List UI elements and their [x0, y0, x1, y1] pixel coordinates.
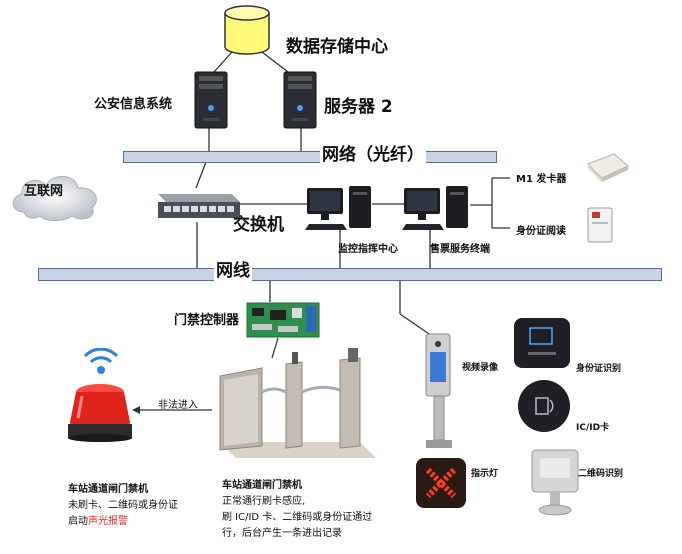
server2-label: 服务器 2: [324, 97, 393, 117]
alarm-note-prefix: 启动: [68, 516, 88, 527]
id-scanner-icon: [514, 318, 570, 368]
ticket-terminal-label: 售票服务终端: [430, 244, 490, 255]
gate-note-line2: 刷 IC/ID 卡、二维码或身份证通过: [222, 512, 373, 523]
illegal-entry-label: 非法进入: [158, 400, 198, 411]
server-icon: [283, 71, 317, 129]
access-controller-label: 门禁控制器: [174, 313, 240, 328]
id-card-recognition-label: 身份证识别: [576, 364, 622, 374]
video-record-label: 视频录像: [462, 363, 499, 373]
data-center-label: 数据存储中心: [286, 37, 388, 57]
m1-issuer-label: M1 发卡器: [516, 174, 567, 185]
turnstile-gate-icon: [219, 348, 376, 458]
monitor-center-label: 监控指挥中心: [338, 244, 398, 255]
indicator-light-icon: [416, 458, 466, 508]
alarm-note-line1: 未刷卡、二维码或身份证: [68, 500, 178, 511]
circuit-board-icon: [246, 302, 320, 338]
wifi-signal-icon: [83, 348, 119, 374]
alarm-note-line2: 启动声光报警: [68, 514, 178, 530]
network-line-label: 网线: [214, 256, 252, 281]
desktop-computer-icon: [305, 186, 371, 230]
qr-scanner-icon: [531, 449, 579, 516]
alarm-light-icon: [68, 384, 132, 442]
desktop-computer-icon: [402, 186, 468, 230]
card-issuer-icon: [587, 153, 629, 182]
server-icon: [194, 71, 228, 129]
video-kiosk-icon: [425, 333, 452, 448]
id-reader-label: 身份证阅读: [516, 226, 566, 237]
card-reader-icon: [518, 380, 570, 432]
alarm-note-highlight: 声光报警: [88, 516, 128, 527]
network-cable-bus: [38, 268, 662, 281]
gate-note-line3: 行，后台产生一条进出记录: [222, 528, 342, 539]
public-security-label: 公安信息系统: [94, 97, 173, 112]
fiber-network-label: 网络（光纤）: [320, 140, 426, 165]
alarm-note-title: 车站通道闸门禁机: [68, 484, 148, 495]
fiber-network-bus: [123, 151, 497, 163]
gate-note-title: 车站通道闸门禁机: [222, 480, 302, 491]
internet-label: 互联网: [24, 184, 64, 199]
switch-label: 交换机: [233, 215, 284, 235]
ic-id-card-label: IC/ID卡: [576, 423, 610, 433]
database-icon: [224, 5, 270, 55]
network-switch-icon: [158, 194, 240, 218]
cloud-icon: [12, 176, 97, 221]
gate-note: 车站通道闸门禁机 正常通行刷卡感应, 刷 IC/ID 卡、二维码或身份证通过 行…: [222, 478, 372, 542]
qr-recognition-label: 二维码识别: [578, 469, 624, 479]
alarm-note: 车站通道闸门禁机 未刷卡、二维码或身份证 启动声光报警: [68, 482, 178, 530]
gate-note-line1: 正常通行刷卡感应,: [222, 496, 306, 507]
id-card-reader-icon: [587, 207, 613, 243]
indicator-light-label: 指示灯: [471, 469, 499, 479]
